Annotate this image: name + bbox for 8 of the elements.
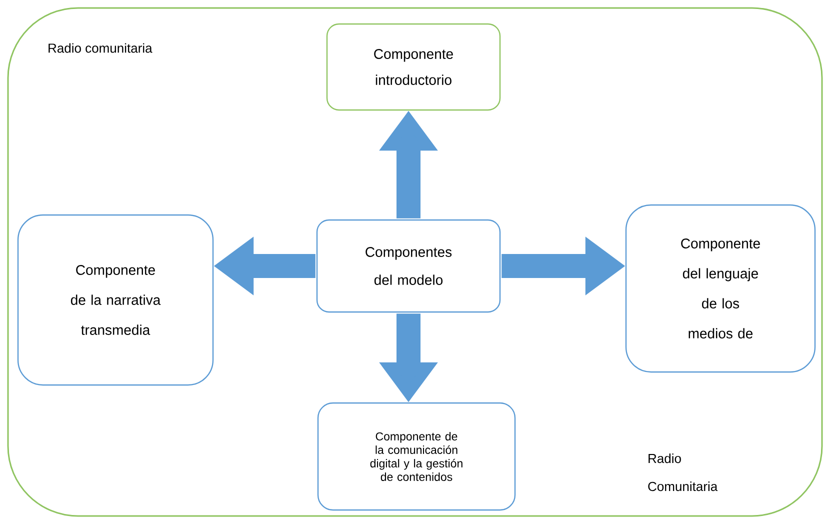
corner-label: Radio Comunitaria xyxy=(648,454,718,492)
rounded-box: Componente introductorio xyxy=(326,23,501,111)
rounded-box: Componente del lenguaje de los medios de xyxy=(625,204,816,373)
rounded-box: Componente de la narrativa transmedia xyxy=(17,214,214,386)
heading: Radio comunitaria xyxy=(48,43,152,53)
frame-box xyxy=(7,7,823,517)
rounded-box: Componentes del modelo xyxy=(316,219,501,313)
rounded-box: Componente de la comunicación digital y la gestión de contenidos xyxy=(317,402,516,511)
